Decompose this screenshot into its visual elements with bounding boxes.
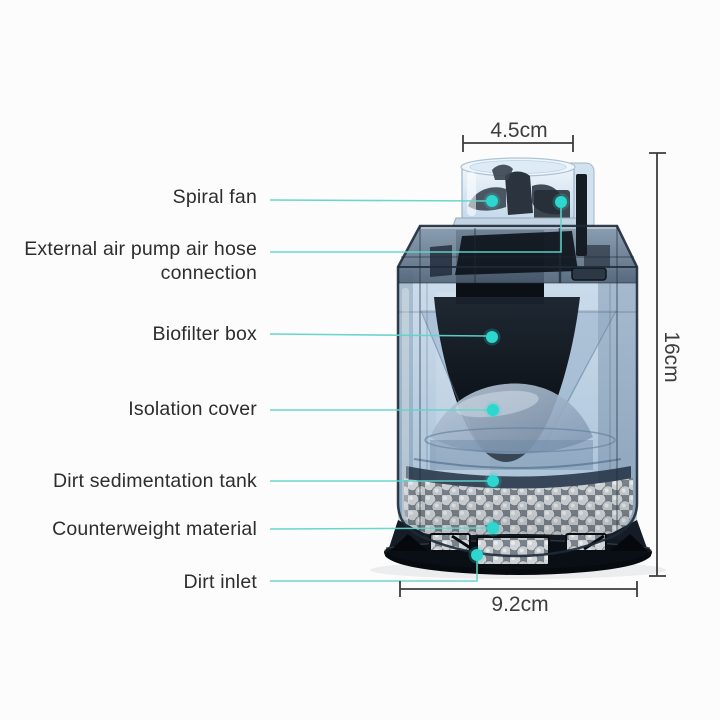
dirt-inlet-slot — [476, 536, 550, 566]
lid-latch — [571, 267, 607, 281]
dimension-text-height: 16cm — [660, 331, 683, 383]
part-label-isolation-cover: Isolation cover — [128, 397, 257, 421]
aquarium-filter-illustration — [370, 157, 666, 579]
leader-dirt-sedimentation-tank — [270, 472, 502, 490]
part-label-text: Biofilter box — [152, 323, 257, 345]
glass-highlight — [402, 288, 409, 520]
part-label-text: Dirt sedimentation tank — [52, 470, 257, 492]
dimension-bottom-width — [399, 581, 638, 597]
part-label-spiral-fan: Spiral fan — [173, 185, 257, 209]
leader-air-hose-connection — [270, 193, 570, 253]
callout-dot — [471, 549, 483, 561]
callout-dot — [486, 331, 498, 343]
callout-dot — [555, 196, 567, 208]
part-label-air-hose-connection: External air pump air hose connection — [24, 237, 257, 285]
dimension-top-width — [462, 135, 574, 152]
leader-lines — [269, 192, 570, 582]
isolation-cover-dome — [413, 383, 622, 470]
leader-isolation-cover — [270, 401, 502, 419]
part-label-dirt-inlet: Dirt inlet — [183, 570, 257, 594]
tank-frame-lines — [396, 224, 639, 558]
callout-dot — [486, 195, 498, 207]
leader-spiral-fan — [269, 192, 501, 210]
sedimentation-tank-rim — [406, 466, 631, 491]
leader-counterweight-material — [269, 519, 502, 537]
part-label-text: Spiral fan — [172, 186, 257, 208]
part-label-text: Counterweight material — [52, 518, 257, 540]
spiral-fan-housing — [450, 157, 595, 234]
part-label-text: Isolation cover — [128, 398, 257, 420]
dimension-text-top-width: 4.5cm — [490, 119, 548, 142]
part-label-biofilter-box: Biofilter box — [153, 322, 257, 346]
leader-biofilter-box — [269, 328, 501, 346]
air-hose-connector-bar — [576, 174, 587, 256]
part-label-dirt-sedimentation-tank: Dirt sedimentation tank — [53, 469, 257, 493]
leader-dirt-inlet — [270, 546, 486, 582]
part-label-text: External air pump air hose — [24, 238, 257, 260]
part-label-counterweight-material: Counterweight material — [52, 517, 257, 541]
callout-dot — [487, 475, 499, 487]
dimension-markers — [399, 135, 666, 597]
tank-lid — [397, 174, 638, 283]
callout-dot — [487, 522, 499, 534]
callout-dot — [487, 404, 499, 416]
part-label-text: connection — [160, 262, 257, 284]
dimension-text-bottom-width: 9.2cm — [491, 593, 549, 616]
dimension-height — [649, 152, 666, 577]
part-label-text: Dirt inlet — [183, 571, 257, 593]
